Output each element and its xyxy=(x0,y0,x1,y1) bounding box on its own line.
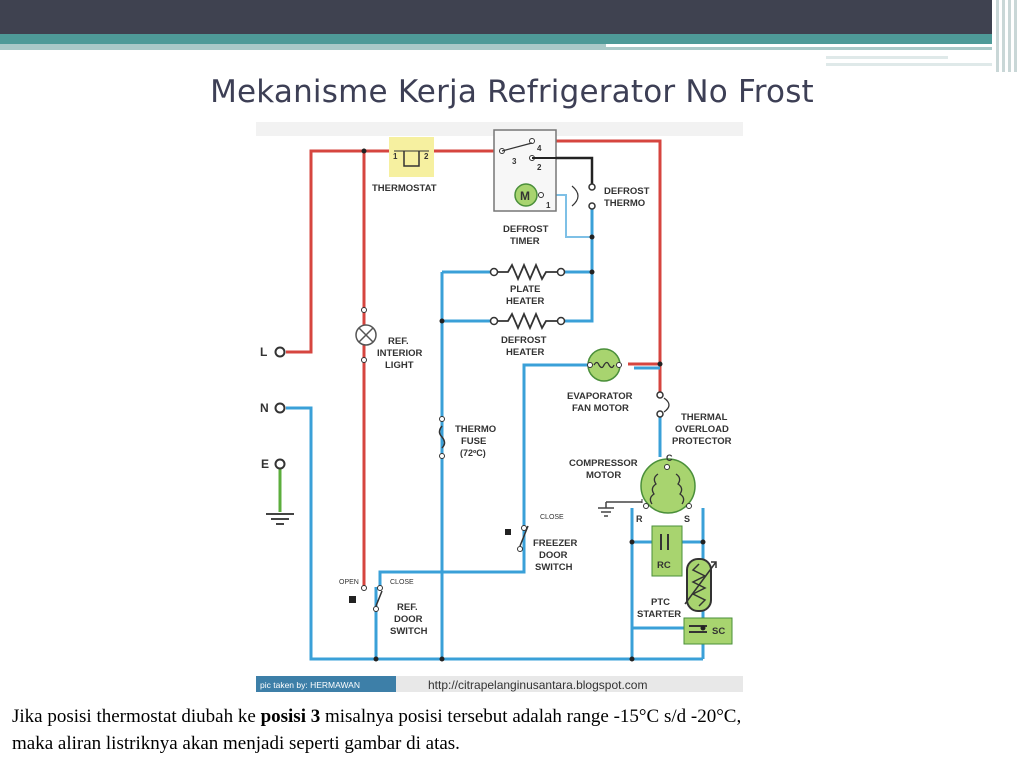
svg-text:LIGHT: LIGHT xyxy=(385,360,414,371)
start-capacitor: SC xyxy=(683,617,733,645)
photo-credit: pic taken by: HERMAWAN xyxy=(260,680,360,690)
plate-heater: PLATE HEATER xyxy=(489,262,566,307)
evaporator-fan-motor: EVAPORATOR FAN MOTOR xyxy=(567,348,633,414)
svg-text:EVAPORATOR: EVAPORATOR xyxy=(567,391,633,402)
thermostat-switch: 1 2 THERMOSTAT xyxy=(372,137,437,194)
thermal-overload-protector: THERMAL OVERLOAD PROTECTOR xyxy=(656,391,732,447)
svg-text:THERMO: THERMO xyxy=(455,424,496,435)
svg-text:DOOR: DOOR xyxy=(394,614,423,625)
svg-text:REF.: REF. xyxy=(397,602,418,613)
header-bar xyxy=(0,0,1024,34)
svg-text:E: E xyxy=(261,457,269,471)
caption-bold: posisi 3 xyxy=(260,706,321,727)
svg-text:1: 1 xyxy=(393,152,398,161)
svg-text:2: 2 xyxy=(537,163,542,172)
defrost-timer: M 3 4 2 1 DEFROST TIMER xyxy=(493,129,557,247)
header-accent-bar xyxy=(0,34,1000,44)
svg-text:L: L xyxy=(260,345,267,359)
svg-text:R: R xyxy=(636,514,643,524)
svg-text:FUSE: FUSE xyxy=(461,436,486,447)
compressor-ground-icon xyxy=(598,501,642,517)
svg-text:OVERLOAD: OVERLOAD xyxy=(675,424,729,435)
freezer-door-switch: CLOSE FREEZER DOOR SWITCH xyxy=(505,514,577,573)
svg-text:HEATER: HEATER xyxy=(506,347,544,358)
svg-text:1: 1 xyxy=(546,201,551,210)
defrost-heater: DEFROST HEATER xyxy=(489,311,566,358)
interior-light-icon: REF. INTERIOR LIGHT xyxy=(355,307,423,371)
svg-text:SC: SC xyxy=(712,626,725,637)
terminal-e: E xyxy=(261,457,286,471)
caption-text-2: misalnya posisi tersebut adalah range -1… xyxy=(320,706,742,727)
svg-text:CLOSE: CLOSE xyxy=(390,579,414,586)
header-light-bar xyxy=(0,44,1000,50)
ref-door-switch: OPEN CLOSE REF. DOOR SWITCH xyxy=(339,579,428,637)
svg-text:DEFROST: DEFROST xyxy=(501,335,547,346)
run-capacitor: RC xyxy=(651,525,683,577)
svg-text:S: S xyxy=(684,514,690,524)
defrost-thermo: DEFROST THERMO xyxy=(571,183,650,210)
svg-text:SWITCH: SWITCH xyxy=(535,562,573,573)
thermo-fuse: THERMO FUSE (72ºC) xyxy=(438,416,496,459)
svg-text:TIMER: TIMER xyxy=(510,236,540,247)
svg-text:4: 4 xyxy=(537,144,542,153)
svg-text:HEATER: HEATER xyxy=(506,296,544,307)
svg-text:C: C xyxy=(666,453,673,463)
svg-text:THERMO: THERMO xyxy=(604,198,645,209)
slide-caption: Jika posisi thermostat diubah ke posisi … xyxy=(12,703,1012,757)
svg-text:N: N xyxy=(260,401,269,415)
svg-text:FAN MOTOR: FAN MOTOR xyxy=(572,403,629,414)
svg-text:RC: RC xyxy=(657,560,671,571)
svg-text:DEFROST: DEFROST xyxy=(604,186,650,197)
compressor-motor: C R S COMPRESSOR MOTOR xyxy=(569,453,696,524)
svg-text:THERMAL: THERMAL xyxy=(681,412,728,423)
ptc-starter: PTC STARTER xyxy=(637,558,717,620)
svg-text:2: 2 xyxy=(424,152,429,161)
svg-text:CLOSE: CLOSE xyxy=(540,514,564,521)
svg-text:3: 3 xyxy=(512,157,517,166)
junction-dots xyxy=(361,148,706,662)
slide-title: Mekanisme Kerja Refrigerator No Frost xyxy=(210,74,814,110)
header-corner-decoration xyxy=(606,0,1024,72)
ground-icon xyxy=(266,513,294,525)
caption-text-1: Jika posisi thermostat diubah ke xyxy=(12,706,261,727)
caption-line-2: maka aliran listriknya akan menjadi sepe… xyxy=(12,733,460,754)
svg-text:PTC: PTC xyxy=(651,597,670,608)
svg-text:MOTOR: MOTOR xyxy=(586,470,621,481)
svg-text:OPEN: OPEN xyxy=(339,579,359,586)
svg-text:PLATE: PLATE xyxy=(510,284,540,295)
svg-text:PROTECTOR: PROTECTOR xyxy=(672,436,732,447)
svg-text:SWITCH: SWITCH xyxy=(390,626,428,637)
terminal-l: L xyxy=(260,345,286,359)
svg-text:THERMOSTAT: THERMOSTAT xyxy=(372,183,437,194)
svg-text:REF.: REF. xyxy=(388,336,409,347)
svg-text:M: M xyxy=(520,189,530,203)
svg-text:DEFROST: DEFROST xyxy=(503,224,549,235)
svg-text:COMPRESSOR: COMPRESSOR xyxy=(569,458,638,469)
svg-text:(72ºC): (72ºC) xyxy=(460,448,486,458)
svg-text:DOOR: DOOR xyxy=(539,550,568,561)
svg-text:STARTER: STARTER xyxy=(637,609,681,620)
svg-text:INTERIOR: INTERIOR xyxy=(377,348,423,359)
svg-text:FREEZER: FREEZER xyxy=(533,538,577,549)
terminal-n: N xyxy=(260,401,286,415)
wiring-diagram: L N E 1 2 THERMOSTAT M 3 4 2 1 DEFROST T… xyxy=(256,122,743,692)
source-url: http://citrapelanginusantara.blogspot.co… xyxy=(428,678,647,692)
